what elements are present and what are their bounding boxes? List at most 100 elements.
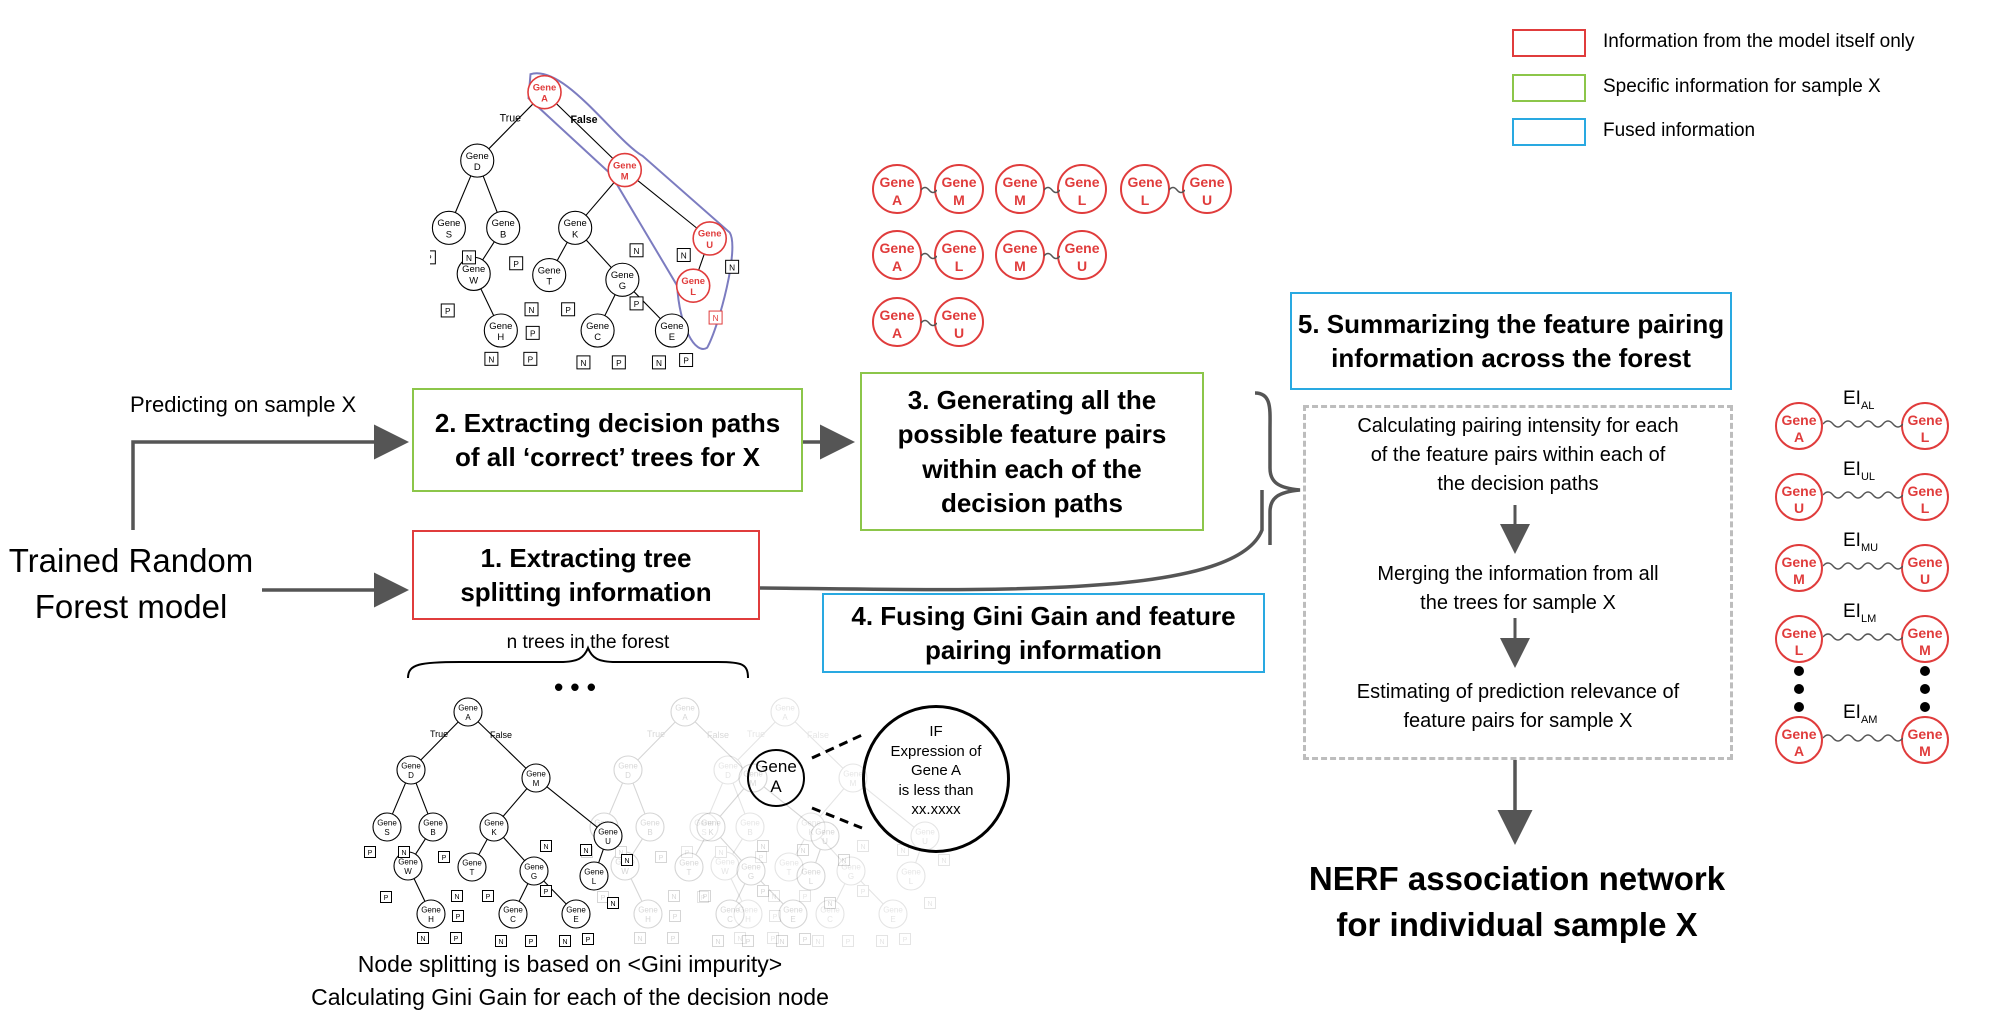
tree-node-letter: E	[890, 915, 895, 924]
gene-letter: U	[1076, 257, 1088, 274]
tree-leaf	[525, 935, 537, 947]
tree-leaf	[438, 851, 450, 863]
output-title: NERF association network for individual …	[1308, 860, 1726, 943]
gene-word: Gene	[1127, 174, 1163, 190]
tree-leaf-label: P	[430, 254, 432, 263]
tree-node-gene-label: Gene	[675, 704, 695, 713]
tree-edge	[488, 103, 534, 150]
tree-leaf-label: N	[529, 306, 535, 315]
tree-node-e	[778, 899, 808, 929]
ei-subscript: AL	[1860, 399, 1875, 412]
legend-swatch-red	[1512, 29, 1586, 57]
tree-node-gene-label: Gene	[783, 906, 803, 915]
tree-leaf	[417, 932, 429, 944]
tree-node-letter: K	[572, 228, 579, 239]
tree-leaf-label: P	[445, 307, 451, 316]
tree-leaf-label: N	[900, 848, 905, 855]
tree-node-letter: A	[682, 713, 688, 722]
tree-leaf	[838, 854, 850, 866]
tree-node-gene-label: Gene	[564, 217, 587, 228]
forest-ellipsis: • • •	[554, 672, 596, 702]
tree-node-gene-label: Gene	[720, 906, 740, 915]
tree-node-letter: U	[822, 837, 828, 846]
gene-word: Gene	[1907, 553, 1943, 570]
tree-node-gene-label: Gene	[484, 819, 504, 828]
tree-leaf-label: N	[610, 901, 615, 908]
tree-node-gene-label: Gene	[801, 819, 821, 828]
ei-text: EI	[1843, 702, 1861, 723]
true-branch-label: True	[647, 729, 665, 739]
tree-leaf-label: P	[442, 855, 447, 862]
tree-node-gene-label: Gene	[638, 906, 658, 915]
tree-node-gene-label: Gene	[492, 217, 515, 228]
trained-model-label: Trained Random Forest model	[8, 542, 254, 625]
tree-node-h	[733, 899, 763, 929]
tree-edge	[556, 242, 568, 261]
gene-word: Gene	[941, 174, 977, 190]
tree-node-g	[605, 262, 640, 297]
tree-leaf	[938, 854, 950, 866]
tree-leaf	[482, 890, 494, 902]
pair-link	[1044, 186, 1060, 194]
tree-leaf-label: P	[761, 889, 766, 896]
gene-word: Gene	[1907, 482, 1943, 499]
gene-word: Gene	[879, 307, 915, 323]
tree-node-g	[736, 856, 766, 886]
gene-letter: L	[1140, 191, 1150, 208]
tree-edge	[732, 782, 746, 815]
gene-word: Gene	[1907, 725, 1943, 742]
tree-node-s	[372, 812, 402, 842]
tree-leaf	[667, 932, 679, 944]
tree-node-l	[579, 861, 609, 891]
tree-edge	[482, 241, 495, 261]
tree-leaf	[712, 935, 724, 947]
tree-edge	[604, 294, 616, 316]
tree-node-h	[483, 313, 518, 348]
tree-leaf	[757, 840, 769, 852]
tree-node-l	[796, 861, 826, 891]
tree-node-letter: C	[510, 915, 516, 924]
tree-edge	[454, 175, 472, 213]
tree-leaf	[430, 250, 436, 265]
step-1-box: 1. Extracting tree splitting information	[412, 530, 760, 620]
tree-leaf	[776, 935, 788, 947]
tree-node-letter: D	[725, 771, 731, 780]
tree-node-letter: E	[790, 915, 795, 924]
tree-node-u	[692, 221, 728, 256]
zoom-node: Gene A	[747, 749, 805, 807]
tree-leaf-label: P	[846, 939, 851, 946]
tree-leaf	[681, 846, 693, 858]
tree-leaf	[651, 355, 666, 370]
tree-leaf	[679, 353, 694, 368]
tree-leaf	[857, 840, 869, 852]
tree-leaf	[725, 259, 740, 274]
tree-leaf	[676, 248, 691, 262]
tree-leaf-label: P	[803, 894, 808, 901]
network-ei-label: EILM	[1843, 601, 1876, 625]
tree-leaf-label: N	[618, 850, 623, 857]
tree-node-letter: M	[850, 779, 857, 788]
tree-leaf-label: N	[634, 247, 640, 256]
tree-leaf	[699, 890, 711, 902]
gene-letter: M	[1919, 642, 1931, 659]
tree-leaf-label: P	[586, 937, 591, 944]
tree-edge	[420, 721, 459, 761]
tree-edge	[708, 782, 724, 815]
tree-node-h	[416, 899, 446, 929]
tree-node-a	[770, 697, 800, 727]
gene-letter: L	[1077, 191, 1087, 208]
tree-node-gene-label: Gene	[462, 263, 485, 274]
tree-node-gene-label: Gene	[524, 863, 544, 872]
tree-node-gene-label: Gene	[660, 320, 683, 331]
tree-node-gene-label: Gene	[679, 859, 699, 868]
pair-link	[1044, 252, 1060, 260]
tree-leaf-label: P	[454, 936, 459, 943]
legend-label-sample-info: Specific information for sample X	[1603, 76, 1881, 97]
